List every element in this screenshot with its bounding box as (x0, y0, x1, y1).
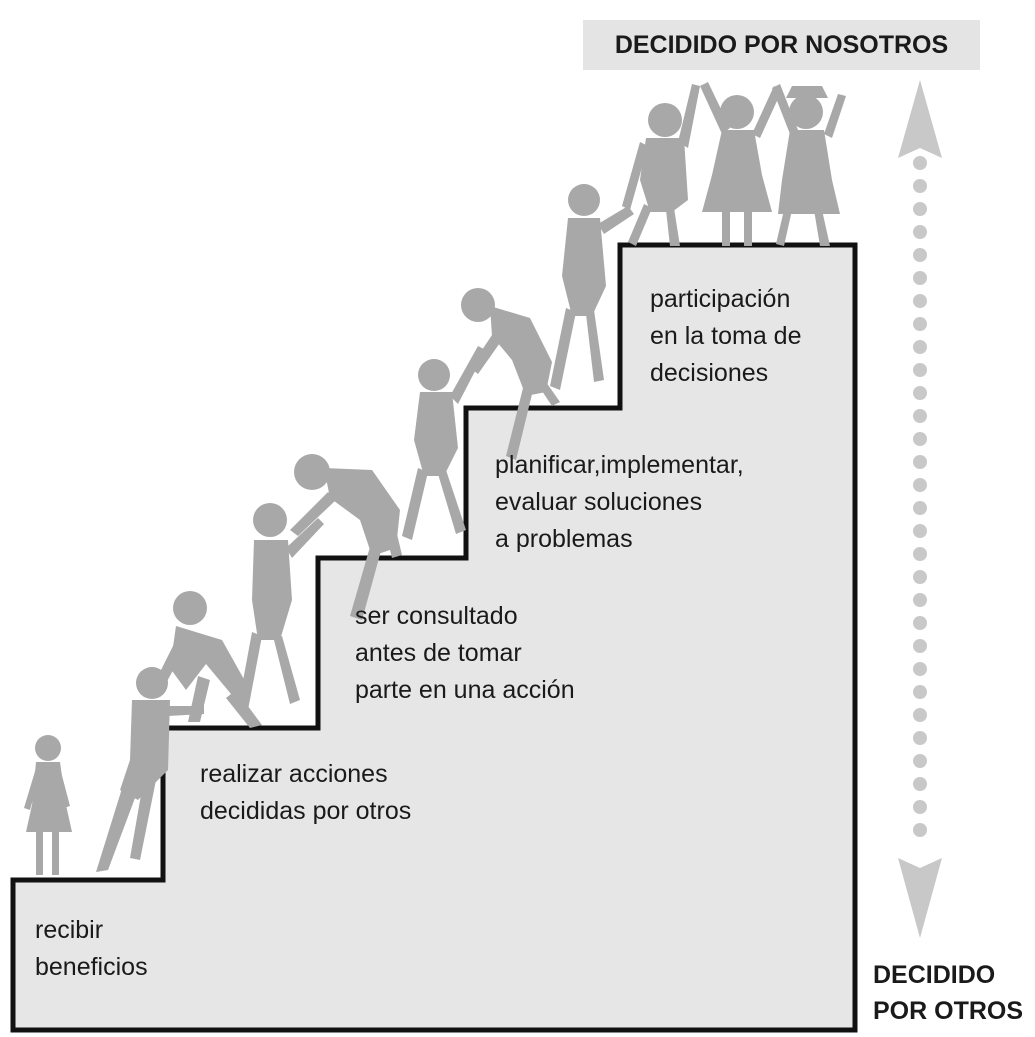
person-silhouette-icon (150, 591, 262, 728)
step-label-1: recibir beneficios (35, 912, 148, 986)
bottom-label-line: POR OTROS (873, 997, 1024, 1025)
step-label-2: realizar acciones decididas por otros (200, 756, 411, 830)
person-silhouette-icon (461, 288, 560, 460)
step-line: decididas por otros (200, 797, 412, 825)
step-line: decisiones (650, 359, 769, 387)
step-label-3: ser consultado antes de tomar parte en u… (355, 598, 575, 709)
step-line: recibir (35, 916, 104, 944)
step-line: realizar acciones (200, 760, 388, 788)
step-line: participación (650, 285, 791, 313)
person-silhouette-icon (700, 82, 782, 246)
staircase (10, 242, 858, 1033)
arrow-up-icon (898, 80, 942, 158)
step-label-4: planificar,implementar, evaluar solucion… (495, 447, 744, 558)
step-line: beneficios (35, 953, 148, 981)
top-label: DECIDIDO POR NOSOTROS (614, 30, 949, 59)
step-line: ser consultado (355, 602, 518, 630)
step-label-5: participación en la toma de decisiones (650, 281, 802, 392)
step-line: parte en una acción (355, 676, 575, 704)
decision-axis (898, 80, 942, 938)
step-line: antes de tomar (355, 639, 522, 667)
bottom-label: DECIDIDO POR OTROS (873, 957, 1023, 1029)
person-silhouette-icon (290, 454, 402, 620)
top-label-banner: DECIDIDO POR NOSOTROS (583, 20, 980, 70)
step-line: evaluar soluciones (495, 488, 703, 516)
person-silhouette-icon (238, 503, 324, 710)
step-line: en la toma de (650, 322, 802, 350)
dotted-line (913, 156, 927, 837)
step-line: planificar,implementar, (495, 451, 744, 479)
arrow-down-icon (898, 858, 942, 938)
person-silhouette-icon (24, 735, 72, 875)
person-silhouette-icon (550, 184, 634, 390)
people-silhouettes (24, 82, 846, 875)
person-silhouette-icon (772, 84, 846, 246)
bottom-label-line: DECIDIDO (873, 961, 996, 989)
person-silhouette-icon (622, 84, 700, 246)
person-silhouette-icon (96, 667, 204, 872)
step-line: a problemas (495, 525, 633, 553)
